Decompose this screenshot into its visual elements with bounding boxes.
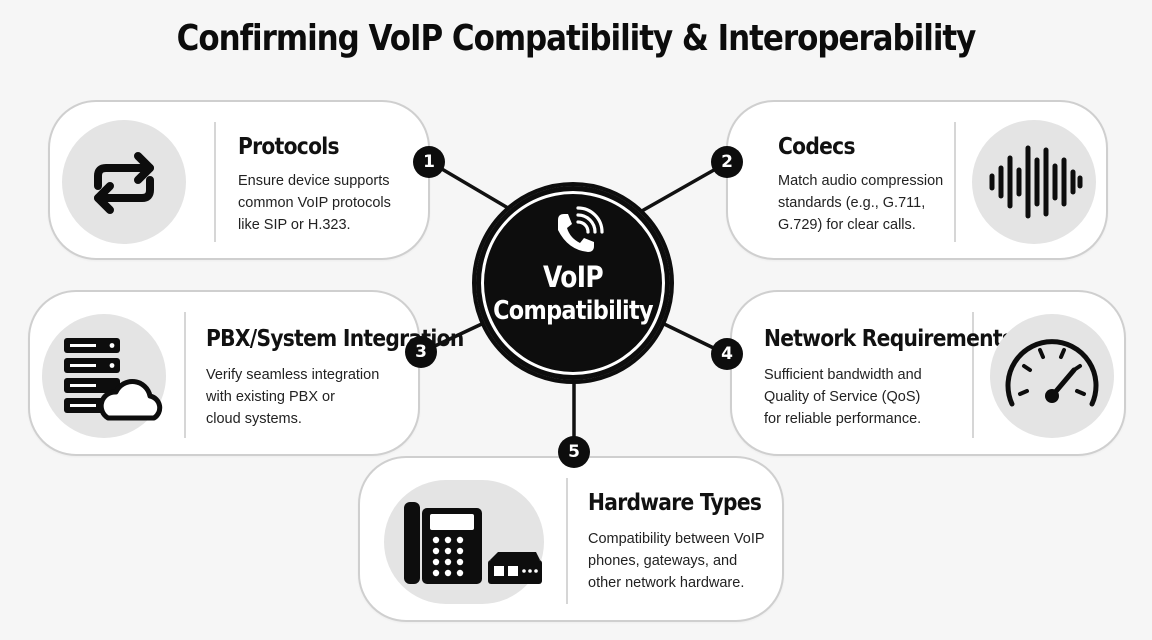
sync-arrows-icon [94,152,154,214]
desc-line: Match audio compression [778,173,944,189]
card-divider [184,312,186,438]
card-heading: Hardware Types [588,490,762,516]
card-description: Compatibility between VoIP phones, gatew… [588,528,765,594]
hub-circle: VoIP Compatibility [472,182,674,384]
page-title: Confirming VoIP Compatibility & Interope… [176,18,977,59]
card-description: Sufficient bandwidth and Quality of Serv… [764,364,922,430]
card-codecs: Codecs Match audio compression standards… [726,100,1108,260]
card-network-requirements: Network Requirements Sufficient bandwidt… [730,290,1126,456]
icon-bg-protocols [62,120,186,244]
card-description: Verify seamless integration with existin… [206,364,379,430]
speedometer-icon [1005,339,1099,407]
card-divider [972,312,974,438]
desc-line: like SIP or H.323. [238,217,351,233]
desc-line: with existing PBX or [206,389,335,405]
card-hardware-types: Hardware Types Compatibility between VoI… [358,456,784,622]
hub-title-line1: VoIP [543,260,604,294]
desc-line: standards (e.g., G.711, [778,195,926,211]
desc-line: Ensure device supports [238,173,390,189]
card-divider [566,478,568,604]
sound-wave-icon [989,145,1083,219]
card-heading: Network Requirements [764,326,1014,352]
server-cloud-icon [64,338,163,421]
card-heading: Codecs [778,134,856,160]
desc-line: Quality of Service (QoS) [764,389,921,405]
card-divider [954,122,956,242]
icon-bg-network [990,314,1114,438]
desc-line: cloud systems. [206,411,302,427]
card-description: Ensure device supports common VoIP proto… [238,170,391,236]
card-description: Match audio compression standards (e.g.,… [778,170,943,236]
badge-5: 5 [558,436,590,468]
desc-line: Verify seamless integration [206,367,380,383]
hub-title-line2: Compatibility [493,296,654,326]
card-pbx-integration: PBX/System Integration Verify seamless i… [28,290,464,456]
card-divider [214,122,216,242]
desc-line: Sufficient bandwidth and [764,367,922,383]
desc-line: phones, gateways, and [588,553,738,569]
badge-3: 3 [405,336,437,368]
card-protocols: Protocols Ensure device supports common … [48,100,430,260]
card-heading: Protocols [238,134,340,160]
desc-line: G.729) for clear calls. [778,217,916,233]
desc-line: for reliable performance. [764,411,922,427]
badge-1: 1 [413,146,445,178]
phone-signal-icon [558,206,604,252]
badge-4: 4 [711,338,743,370]
badge-2: 2 [711,146,743,178]
desk-phone-gateway-icon [404,502,542,584]
icon-bg-hardware [384,480,544,604]
desc-line: Compatibility between VoIP [588,531,765,547]
icon-bg-codecs [972,120,1096,244]
desc-line: common VoIP protocols [238,195,391,211]
icon-bg-pbx [42,314,166,438]
desc-line: other network hardware. [588,575,745,591]
